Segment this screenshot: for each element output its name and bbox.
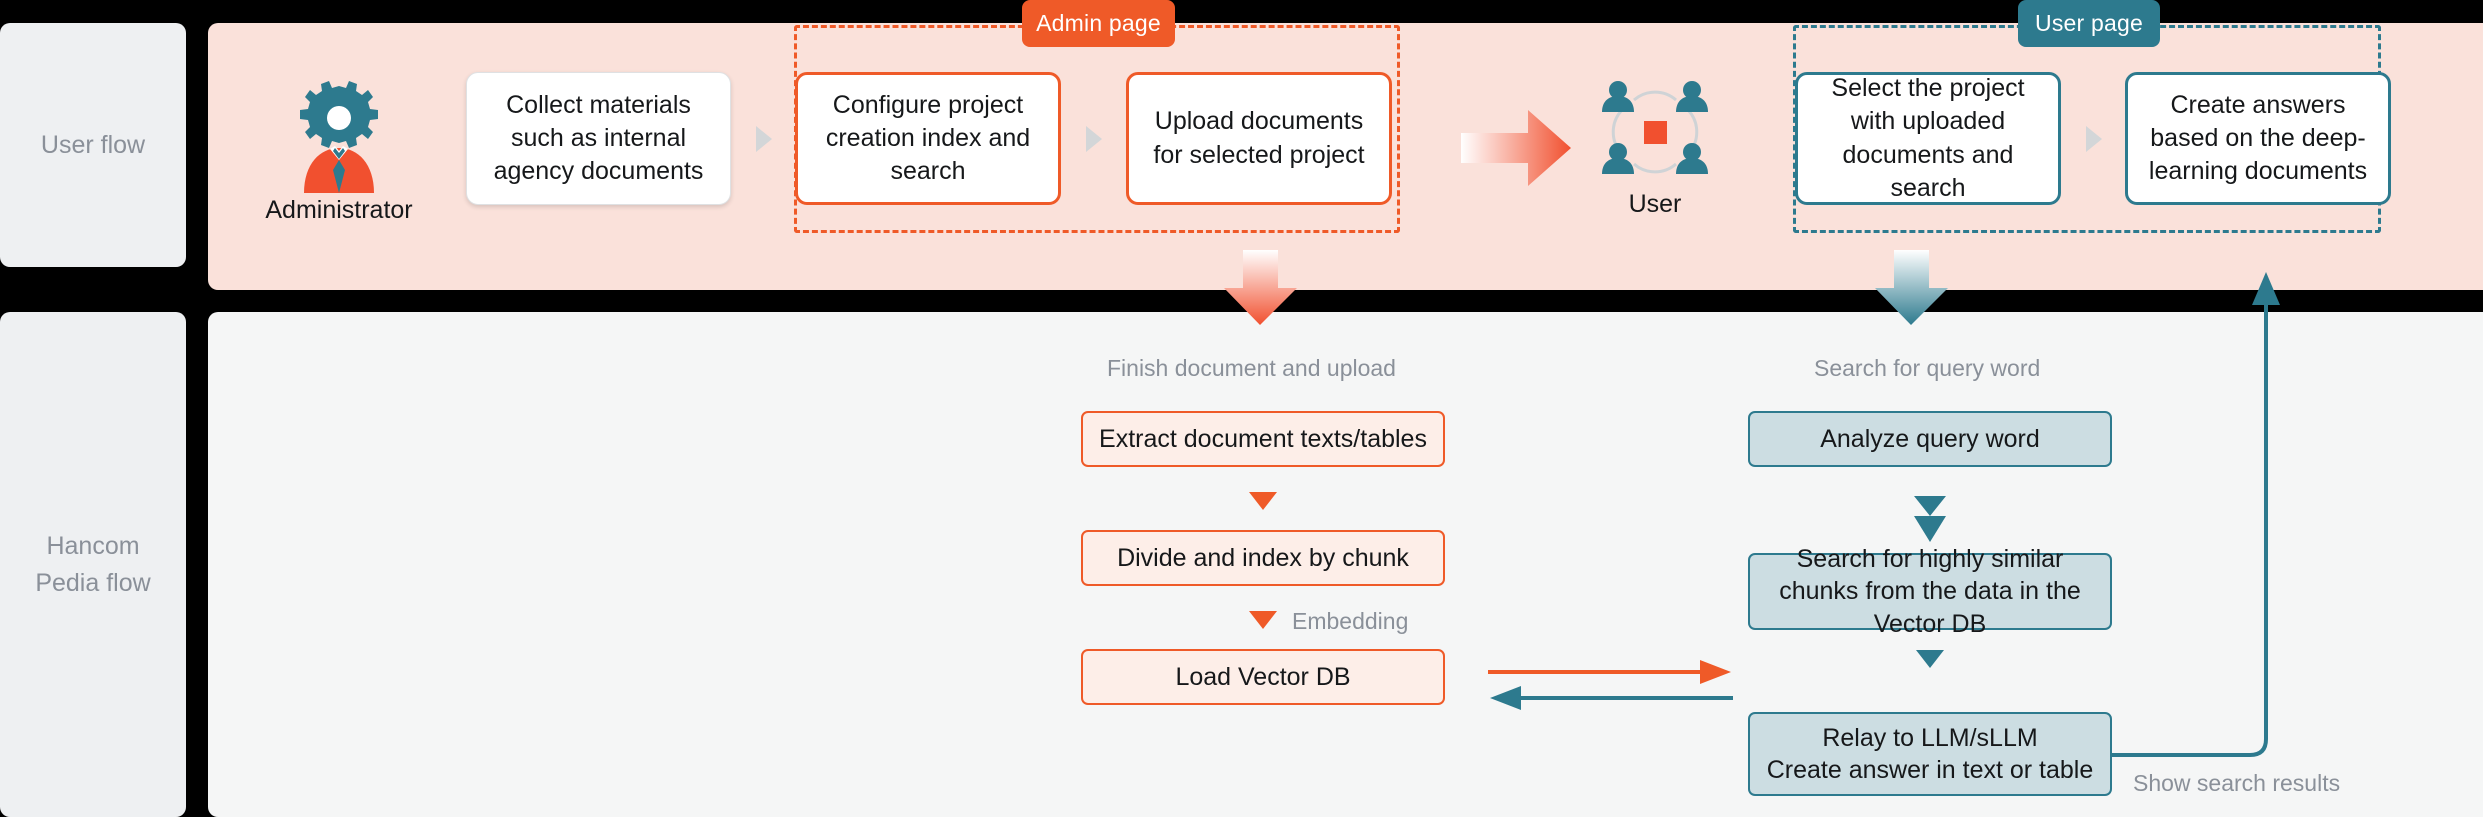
- process-box-load-vector-db[interactable]: Load Vector DB: [1081, 649, 1445, 705]
- flow-separator-2-icon: [1086, 126, 1102, 152]
- flow-separator-1-icon: [756, 126, 772, 152]
- flow-box-configure-project-label: Configure project creation index and sea…: [825, 90, 1031, 186]
- badge-admin-page[interactable]: Admin page: [1022, 0, 1175, 47]
- edge-label-embedding: Embedding: [1292, 608, 1409, 634]
- badge-admin-page-label: Admin page: [1036, 10, 1161, 36]
- process-box-extract-documents[interactable]: Extract document texts/tables: [1081, 411, 1445, 467]
- process-box-search-similar-chunks[interactable]: Search for highly similar chunks from th…: [1748, 545, 2112, 638]
- administrator-label: Administrator: [265, 196, 413, 224]
- process-box-relay-to-llm[interactable]: Relay to LLM/sLLM Create answer in text …: [1748, 712, 2112, 796]
- arrow-down-double-analyze-to-similar-icon: [1908, 494, 1952, 546]
- flow-box-create-answers[interactable]: Create answers based on the deep-learnin…: [2125, 72, 2391, 205]
- flow-box-collect-materials[interactable]: Collect materials such as internal agenc…: [466, 72, 731, 205]
- arrow-down-divide-to-load-icon: [1249, 611, 1277, 629]
- badge-user-page[interactable]: User page: [2018, 0, 2160, 47]
- swimlane-label-pedia-flow-text: Hancom Pedia flow: [35, 532, 151, 597]
- process-box-load-vector-db-label: Load Vector DB: [1175, 662, 1351, 691]
- administrator-gear-person-icon: [280, 78, 398, 193]
- user-label: User: [1628, 190, 1682, 218]
- swimlane-label-user-flow-text: User flow: [40, 130, 146, 159]
- process-box-divide-index-label: Divide and index by chunk: [1117, 543, 1409, 572]
- flow-separator-3-icon: [2086, 126, 2102, 152]
- caption-finish-document-and-upload: Finish document and upload: [1107, 355, 1396, 381]
- user-group-icon: [1600, 78, 1710, 186]
- process-box-analyze-query-word-label: Analyze query word: [1820, 424, 2040, 453]
- process-box-search-similar-chunks-label: Search for highly similar chunks from th…: [1779, 544, 2081, 638]
- process-box-extract-documents-label: Extract document texts/tables: [1099, 424, 1427, 453]
- flow-box-create-answers-label: Create answers based on the deep-learnin…: [2148, 90, 2368, 186]
- swimlane-label-user-flow: User flow: [0, 23, 186, 267]
- flow-box-select-project-label: Select the project with uploaded documen…: [1831, 74, 2025, 202]
- badge-user-page-label: User page: [2035, 10, 2143, 36]
- process-box-relay-to-llm-label: Relay to LLM/sLLM Create answer in text …: [1766, 723, 2094, 785]
- process-box-divide-index[interactable]: Divide and index by chunk: [1081, 530, 1445, 586]
- process-box-analyze-query-word[interactable]: Analyze query word: [1748, 411, 2112, 467]
- flow-box-upload-documents[interactable]: Upload documents for selected project: [1126, 72, 1392, 205]
- flow-box-select-project[interactable]: Select the project with uploaded documen…: [1795, 72, 2061, 205]
- swimlane-label-pedia-flow: Hancom Pedia flow: [0, 312, 186, 817]
- arrow-down-extract-to-divide-icon: [1249, 492, 1277, 510]
- flow-box-upload-documents-label: Upload documents for selected project: [1153, 107, 1365, 169]
- flow-box-configure-project[interactable]: Configure project creation index and sea…: [795, 72, 1061, 205]
- caption-search-for-query-word: Search for query word: [1814, 355, 2041, 381]
- arrow-down-similar-to-relay-icon: [1916, 650, 1944, 668]
- flow-box-collect-materials-label: Collect materials such as internal agenc…: [493, 90, 704, 186]
- edge-label-show-search-results: Show search results: [2133, 770, 2341, 796]
